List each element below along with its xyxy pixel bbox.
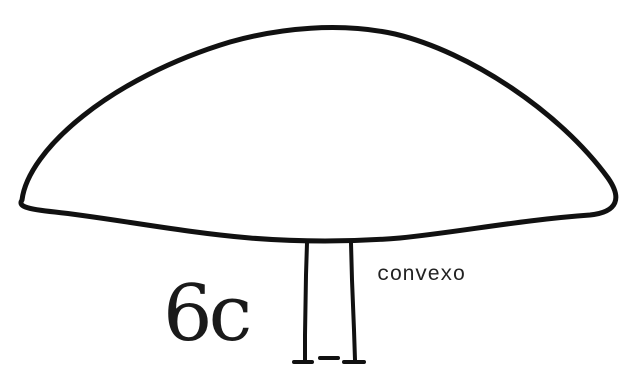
stem-right-edge (349, 241, 357, 362)
convex-cap-outline (18, 25, 619, 244)
stem (292, 241, 366, 364)
cap-shape-label: convexo (377, 264, 465, 287)
stem-left-edge (303, 241, 309, 362)
figure-code-label: 6c (163, 269, 250, 359)
